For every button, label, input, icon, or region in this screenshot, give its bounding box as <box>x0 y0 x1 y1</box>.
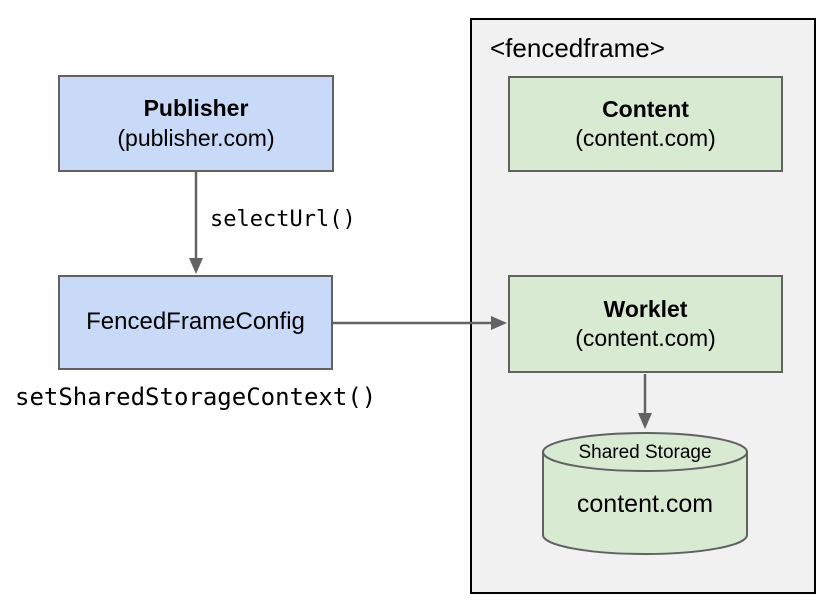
content-box-title: Content <box>602 95 689 122</box>
content-box-subtitle: (content.com) <box>575 125 716 151</box>
publisher-box-subtitle: (publisher.com) <box>117 124 275 151</box>
shared-storage-origin-label: content.com <box>576 490 714 518</box>
selecturl-label: selectUrl() <box>210 207 356 232</box>
fencedframeconfig-box: FencedFrameConfig <box>58 275 333 370</box>
worklet-box: Worklet (content.com) <box>508 275 783 373</box>
publisher-box: Publisher (publisher.com) <box>58 75 334 172</box>
fencedframeconfig-box-title: FencedFrameConfig <box>86 308 305 336</box>
fencedframe-container-title: <fencedframe> <box>490 33 665 63</box>
setsharedstoragecontext-label: setSharedStorageContext() <box>15 383 377 411</box>
content-box: Content (content.com) <box>508 76 783 172</box>
worklet-box-title: Worklet <box>603 295 688 322</box>
worklet-box-subtitle: (content.com) <box>575 325 716 351</box>
publisher-box-title: Publisher <box>143 95 249 122</box>
selecturl-arrow <box>189 172 203 274</box>
shared-storage-label: Shared Storage <box>578 442 712 463</box>
